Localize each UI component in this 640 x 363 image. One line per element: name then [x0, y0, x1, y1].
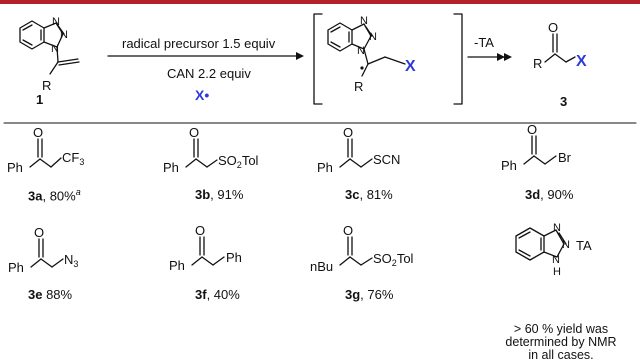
arrow-head	[296, 52, 304, 60]
product-label-3b: 3b, 91%	[195, 187, 243, 202]
structure-compound-1	[19, 20, 80, 75]
header-bar	[0, 0, 640, 4]
svg-text:Ph: Ph	[7, 160, 23, 175]
condition-radical-precursor: radical precursor 1.5 equiv	[122, 36, 276, 51]
product-id: 3a	[28, 188, 43, 204]
product-label-3f: 3f, 40%	[195, 287, 240, 302]
product-label-3a: 3a, 80%a	[28, 187, 81, 203]
svg-text:SO2Tol: SO2Tol	[218, 153, 259, 170]
substituent-x: X	[405, 58, 416, 75]
atom-n: N	[51, 43, 59, 55]
atom-r: R	[42, 78, 51, 93]
structure-3b	[185, 138, 218, 168]
label-compound-1: 1	[36, 92, 44, 107]
atom-r: R	[533, 56, 542, 71]
product-id: 3b	[195, 187, 211, 202]
svg-text:Br: Br	[558, 150, 572, 165]
substituent-x: X	[576, 53, 587, 70]
note-line: determined by NMR	[505, 335, 617, 349]
svg-text:O: O	[343, 125, 353, 140]
atom-n: N	[369, 31, 377, 43]
svg-text:H: H	[553, 266, 561, 278]
svg-text:N: N	[552, 254, 560, 266]
label-ta: TA	[576, 238, 592, 253]
product-id: 3d	[525, 187, 541, 202]
structure-3e	[30, 238, 64, 268]
svg-text:O: O	[34, 225, 44, 240]
structure-3c	[339, 138, 373, 168]
structure-3a	[29, 138, 62, 168]
svg-text:SCN: SCN	[373, 152, 400, 167]
product-label-3g: 3g, 76%	[345, 287, 393, 302]
product-label-3d: 3d, 90%	[525, 187, 573, 202]
atom-o: O	[548, 20, 558, 35]
structure-3f	[191, 236, 225, 266]
structure-3g	[339, 236, 373, 266]
svg-text:N: N	[553, 222, 561, 234]
label-product-3: 3	[560, 94, 568, 109]
note-line: in all cases.	[528, 348, 594, 362]
radical-x: X•	[195, 87, 210, 103]
product-yield: , 76%	[360, 287, 394, 302]
product-id: 3f	[195, 287, 207, 302]
svg-text:O: O	[189, 125, 199, 140]
svg-text:Ph: Ph	[8, 260, 24, 275]
label-byproduct-ta: -TA	[474, 35, 494, 50]
svg-text:Ph: Ph	[317, 160, 333, 175]
svg-text:SO2Tol: SO2Tol	[373, 251, 414, 268]
svg-text:O: O	[195, 223, 205, 238]
left-bracket	[313, 13, 323, 105]
product-yield: , 40%	[206, 287, 240, 302]
svg-text:N3: N3	[64, 252, 78, 269]
product-yield: , 81%	[359, 187, 393, 202]
radical-dot	[360, 66, 364, 70]
atom-n: N	[60, 29, 68, 41]
svg-text:CF3: CF3	[62, 150, 84, 167]
structure-benzotriazole	[515, 227, 567, 261]
note-line: > 60 % yield was	[513, 322, 609, 336]
right-bracket	[453, 13, 463, 105]
condition-can: CAN 2.2 equiv	[167, 66, 251, 81]
product-yield: , 80%	[42, 188, 76, 204]
svg-text:N: N	[562, 239, 570, 251]
svg-text:nBu: nBu	[310, 259, 333, 274]
product-label-3e: 3e 88%	[28, 287, 72, 302]
product-id: 3e	[28, 287, 43, 302]
product-yield: 88%	[42, 287, 73, 302]
svg-text:Ph: Ph	[501, 158, 517, 173]
svg-text:Ph: Ph	[163, 160, 179, 175]
atom-n: N	[52, 16, 60, 28]
svg-text:O: O	[33, 125, 43, 140]
svg-text:O: O	[527, 122, 537, 137]
yield-note: > 60 % yield was determined by NMR in al…	[486, 323, 636, 362]
atom-r: R	[354, 79, 363, 94]
atom-n: N	[357, 45, 365, 57]
svg-text:Ph: Ph	[169, 258, 185, 273]
svg-text:O: O	[343, 223, 353, 238]
structure-3d	[523, 135, 557, 165]
footnote-marker: a	[75, 187, 81, 197]
product-yield: , 91%	[210, 187, 244, 202]
atom-n: N	[360, 15, 368, 27]
structure-product-3	[544, 33, 576, 63]
product-yield: , 90%	[540, 187, 574, 202]
product-label-3c: 3c, 81%	[345, 187, 393, 202]
product-id: 3c	[345, 187, 360, 202]
product-id: 3g	[345, 287, 361, 302]
structure-intermediate	[327, 22, 406, 77]
svg-text:Ph: Ph	[226, 250, 242, 265]
